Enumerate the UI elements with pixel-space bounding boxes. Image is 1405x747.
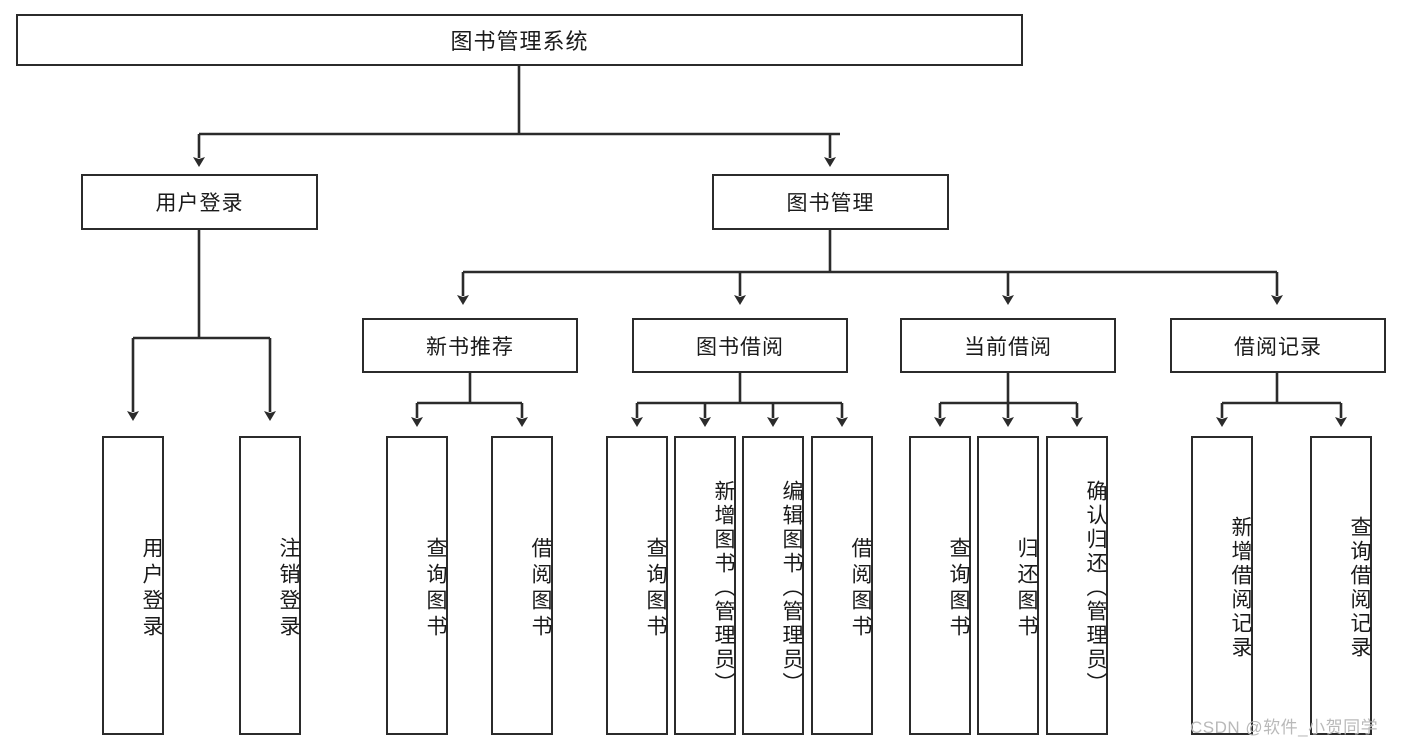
node-root-system[interactable]: 图书管理系统 bbox=[16, 14, 1023, 66]
leaf-return-book[interactable]: 归还图书 bbox=[977, 436, 1039, 735]
leaf-confirm-return[interactable]: 确认归还（管理员） bbox=[1046, 436, 1108, 735]
leaf-label: 编辑图书（管理员） bbox=[780, 479, 803, 696]
node-user-login[interactable]: 用户登录 bbox=[81, 174, 318, 230]
leaf-query-book-1[interactable]: 查询图书 bbox=[386, 436, 448, 735]
node-book-borrow[interactable]: 图书借阅 bbox=[632, 318, 848, 373]
leaf-add-book[interactable]: 新增图书（管理员） bbox=[674, 436, 736, 735]
leaf-borrow-book-2[interactable]: 借阅图书 bbox=[811, 436, 873, 735]
csdn-watermark: CSDN @软件_小贺同学 bbox=[1190, 718, 1379, 737]
leaf-query-book-2[interactable]: 查询图书 bbox=[606, 436, 668, 735]
leaf-label: 新增借阅记录 bbox=[1229, 515, 1252, 660]
leaf-logout-login[interactable]: 注销登录 bbox=[239, 436, 301, 735]
node-borrow-record[interactable]: 借阅记录 bbox=[1170, 318, 1386, 373]
leaf-borrow-book-1[interactable]: 借阅图书 bbox=[491, 436, 553, 735]
node-new-book-recommend[interactable]: 新书推荐 bbox=[362, 318, 578, 373]
leaf-label: 借阅图书 bbox=[849, 536, 872, 641]
leaf-label: 确认归还（管理员） bbox=[1084, 479, 1107, 696]
leaf-add-record[interactable]: 新增借阅记录 bbox=[1191, 436, 1253, 735]
leaf-label: 查询借阅记录 bbox=[1348, 515, 1371, 660]
leaf-label: 注销登录 bbox=[277, 536, 300, 641]
leaf-label: 查询图书 bbox=[644, 536, 667, 641]
node-book-manage[interactable]: 图书管理 bbox=[712, 174, 949, 230]
leaf-edit-book[interactable]: 编辑图书（管理员） bbox=[742, 436, 804, 735]
leaf-label: 归还图书 bbox=[1015, 536, 1038, 641]
leaf-query-book-3[interactable]: 查询图书 bbox=[909, 436, 971, 735]
node-current-borrow[interactable]: 当前借阅 bbox=[900, 318, 1116, 373]
leaf-label: 查询图书 bbox=[424, 536, 447, 641]
leaf-label: 借阅图书 bbox=[529, 536, 552, 641]
leaf-label: 新增图书（管理员） bbox=[712, 479, 735, 696]
leaf-user-login[interactable]: 用户登录 bbox=[102, 436, 164, 735]
leaf-label: 用户登录 bbox=[140, 536, 163, 641]
leaf-query-record[interactable]: 查询借阅记录 bbox=[1310, 436, 1372, 735]
leaf-label: 查询图书 bbox=[947, 536, 970, 641]
